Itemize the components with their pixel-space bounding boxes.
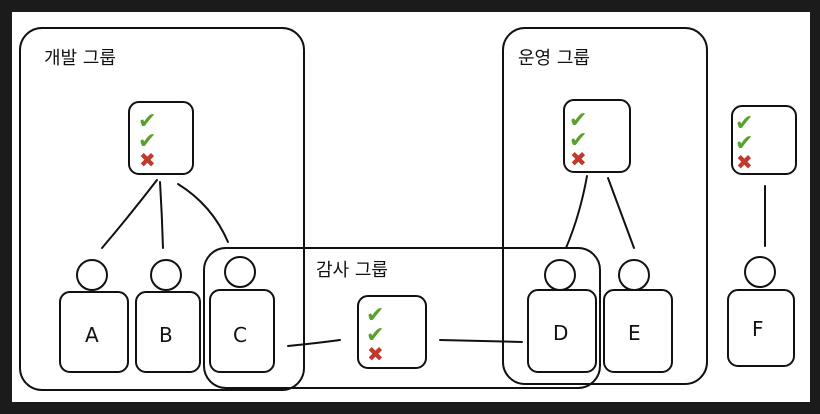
cross-icon: ✖ xyxy=(570,147,587,171)
check-icon: ✔ xyxy=(138,109,156,134)
check-icon: ✔ xyxy=(138,129,156,154)
audit-group-label: 감사 그룹 xyxy=(316,260,388,281)
person-a: A xyxy=(59,259,129,373)
person-b-label: B xyxy=(159,323,173,347)
person-b: B xyxy=(135,259,201,373)
person-e: E xyxy=(603,259,673,373)
connector-c-to-audit xyxy=(287,339,341,347)
ops-group-label: 운영 그룹 xyxy=(518,48,590,69)
person-a-label: A xyxy=(85,323,99,347)
cross-icon: ✖ xyxy=(139,148,156,172)
cross-icon: ✖ xyxy=(736,150,753,174)
cross-icon: ✖ xyxy=(367,342,384,366)
person-f: F xyxy=(727,256,795,367)
check-icon: ✔ xyxy=(569,128,587,153)
check-icon: ✔ xyxy=(569,108,587,133)
ops-policy-box: ✔ ✔ ✖ xyxy=(563,99,631,173)
audit-group-box xyxy=(203,247,601,389)
check-icon: ✔ xyxy=(735,111,753,136)
connector-ops-to-d xyxy=(565,175,588,249)
audit-policy-box: ✔ ✔ ✖ xyxy=(357,295,427,369)
dev-policy-box: ✔ ✔ ✖ xyxy=(128,101,194,175)
f-policy-box: ✔ ✔ ✖ xyxy=(731,105,797,175)
dev-group-label: 개발 그룹 xyxy=(44,48,116,69)
person-c: C xyxy=(209,256,275,373)
canvas-background xyxy=(12,12,810,402)
connector-dev-to-a xyxy=(101,179,158,249)
connector-dev-to-c xyxy=(177,183,229,243)
ops-group-box xyxy=(502,27,708,385)
connector-ops-to-e xyxy=(607,177,635,249)
connector-audit-to-d xyxy=(439,339,523,343)
check-icon: ✔ xyxy=(366,303,384,328)
person-d: D xyxy=(527,259,597,373)
connector-dev-to-b xyxy=(159,181,164,249)
person-f-label: F xyxy=(752,317,764,341)
person-d-label: D xyxy=(553,321,568,345)
person-c-label: C xyxy=(233,323,247,347)
check-icon: ✔ xyxy=(366,323,384,348)
dev-group-box xyxy=(19,27,305,391)
check-icon: ✔ xyxy=(735,131,753,156)
person-e-label: E xyxy=(628,321,641,345)
